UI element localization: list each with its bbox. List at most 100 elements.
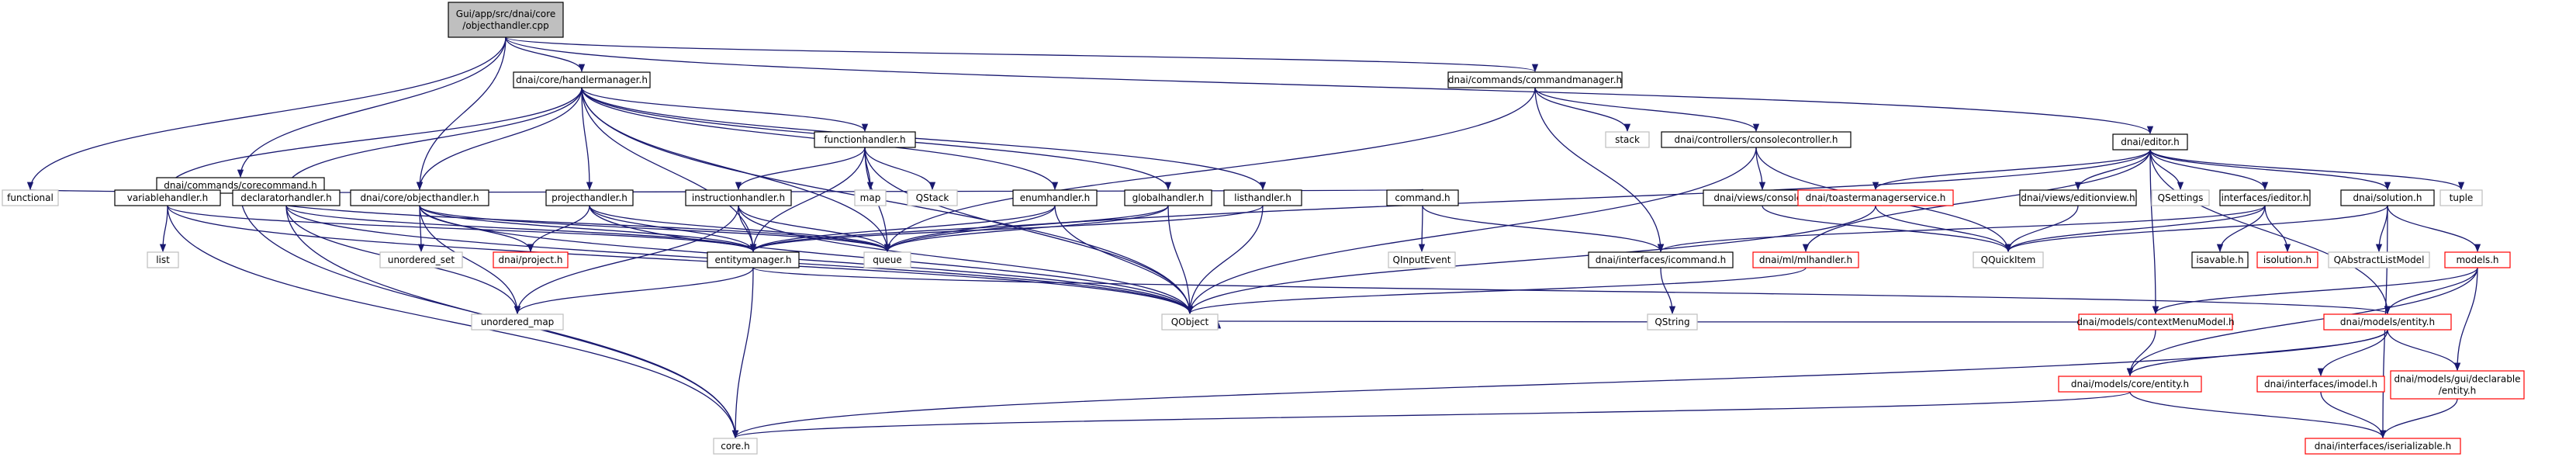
node-box-qsettings: [2151, 189, 2210, 206]
edge-ieditor-to-qquickitem: [2004, 205, 2266, 253]
edge-handlermanager-to-entitymanager: [581, 87, 757, 253]
node-box-handlermanager: [513, 71, 651, 88]
node-label-editionview: dnai/views/editionview.h: [2021, 192, 2135, 203]
edge-consolecontroller-to-qobject: [1186, 147, 1757, 315]
edge-toastermanager-to-qobject: [1186, 205, 1876, 315]
node-root[interactable]: Gui/app/src/dnai/core/objecthandler.cpp: [448, 2, 564, 38]
edge-icommand-to-qstring: [1660, 267, 1676, 315]
node-label-ieditor: interfaces/ieditor.h: [2222, 192, 2309, 203]
node-label-stack: stack: [1615, 134, 1640, 145]
edge-handlermanager-to-listhandler: [581, 87, 1267, 191]
node-label-mlhandler: dnai/ml/mlhandler.h: [1759, 254, 1852, 265]
node-qstack: QStack: [907, 189, 958, 206]
edge-globalhandler-to-qobject: [1167, 205, 1194, 315]
node-functional: functional: [2, 189, 59, 206]
node-listhandler[interactable]: listhandler.h: [1223, 189, 1302, 206]
node-box-project: [493, 251, 569, 268]
edge-modelsentity-to-guidecl: [2387, 329, 2461, 372]
node-box-isolution: [2256, 251, 2318, 268]
node-label-toastermanager: dnai/toastermanagerservice.h: [1806, 192, 1946, 203]
node-imodel[interactable]: dnai/interfaces/imodel.h: [2256, 376, 2385, 393]
node-icommand[interactable]: dnai/interfaces/icommand.h: [1588, 251, 1734, 268]
node-instructionhandler[interactable]: instructionhandler.h: [685, 189, 792, 206]
node-command[interactable]: command.h: [1386, 189, 1459, 206]
node-qobject: QObject: [1161, 313, 1219, 331]
node-variablehandler[interactable]: variablehandler.h: [114, 189, 221, 206]
edge-enumhandler-to-qobject: [1054, 205, 1194, 315]
node-toastermanager[interactable]: dnai/toastermanagerservice.h: [1797, 189, 1954, 206]
node-isolution[interactable]: isolution.h: [2256, 251, 2318, 268]
edge-projecthandler-to-entitymanager: [589, 205, 757, 253]
node-label-coreentity: dnai/models/core/entity.h: [2071, 379, 2189, 389]
node-unordered_set: unordered_set: [379, 251, 463, 268]
node-label-corecommand: dnai/commands/corecommand.h: [164, 180, 316, 191]
edge-entitymanager-to-modelsentity: [752, 267, 2391, 315]
node-label-qsettings: QSettings: [2158, 192, 2204, 203]
node-box-queue: [863, 251, 911, 268]
edge-editor-to-mlhandler: [1802, 149, 2151, 253]
edge-projecthandler-to-queue: [589, 205, 891, 253]
edge-mlhandler-to-qobject: [1187, 267, 1807, 315]
edge-objecthandler-to-unordered_map: [419, 205, 521, 315]
edge-editor-to-modelsentity: [2149, 149, 2391, 315]
node-models[interactable]: models.h: [2444, 251, 2511, 268]
node-guidecl[interactable]: dnai/models/gui/declarable/entity.h: [2390, 370, 2525, 400]
edge-variablehandler-to-coreh: [167, 205, 739, 439]
edge-declaratorhandler-to-entitymanager: [285, 205, 756, 253]
node-map: map: [854, 189, 887, 206]
node-console[interactable]: dnai/views/console.h: [1703, 189, 1822, 206]
node-editor[interactable]: dnai/editor.h: [2112, 133, 2188, 151]
edge-editor-to-solution: [2149, 149, 2391, 191]
edge-root-to-commandmanager: [505, 36, 1538, 73]
node-coreentity[interactable]: dnai/models/core/entity.h: [2058, 376, 2202, 393]
node-consolecontroller[interactable]: dnai/controllers/consolecontroller.h: [1661, 131, 1852, 148]
node-label-instructionhandler: instructionhandler.h: [692, 192, 785, 203]
node-label-projecthandler: projecthandler.h: [552, 192, 628, 203]
node-declaratorhandler[interactable]: declaratorhandler.h: [232, 189, 341, 206]
node-label-commandmanager: dnai/commands/commandmanager.h: [1448, 74, 1622, 85]
node-entitymanager[interactable]: entitymanager.h: [707, 251, 800, 268]
edge-coreentity-to-coreh: [732, 391, 2131, 439]
edge-models-to-guidecl: [2453, 267, 2478, 372]
node-mlhandler[interactable]: dnai/ml/mlhandler.h: [1752, 251, 1859, 268]
edge-entitymanager-to-coreh: [731, 267, 754, 439]
node-label-unordered_set: unordered_set: [388, 254, 455, 265]
node-projecthandler[interactable]: projecthandler.h: [545, 189, 634, 206]
node-enumhandler[interactable]: enumhandler.h: [1012, 189, 1098, 206]
edge-models-to-contextmenumodel: [2152, 267, 2478, 315]
node-contextmenumodel[interactable]: dnai/models/contextMenuModel.h: [2076, 313, 2235, 331]
edge-handlermanager-to-variablehandler: [164, 87, 583, 191]
edge-functionhandler-to-qstack: [864, 147, 936, 191]
node-box-qstring: [1647, 313, 1698, 331]
node-commandmanager[interactable]: dnai/commands/commandmanager.h: [1447, 71, 1623, 88]
node-label-qobject: QObject: [1171, 317, 1209, 327]
node-handlermanager[interactable]: dnai/core/handlermanager.h: [513, 71, 651, 88]
node-box-icommand: [1588, 251, 1734, 268]
node-iserializable[interactable]: dnai/interfaces/iserializable.h: [2305, 438, 2461, 455]
node-editionview[interactable]: dnai/views/editionview.h: [2019, 189, 2137, 206]
node-functionhandler[interactable]: functionhandler.h: [814, 131, 916, 148]
node-label-iserializable: dnai/interfaces/iserializable.h: [2315, 441, 2451, 452]
edge-functionhandler-to-qobject: [864, 147, 1194, 315]
node-project[interactable]: dnai/project.h: [493, 251, 569, 268]
node-isavable[interactable]: isavable.h: [2191, 251, 2249, 268]
edge-solution-to-qabstractlistmodel: [2375, 205, 2388, 253]
node-box-enumhandler: [1012, 189, 1098, 206]
node-label-root: Gui/app/src/dnai/core: [456, 9, 555, 19]
node-modelsentity[interactable]: dnai/models/entity.h: [2323, 313, 2452, 331]
node-objecthandler[interactable]: dnai/core/objecthandler.h: [350, 189, 489, 206]
edge-enumhandler-to-queue: [883, 205, 1056, 253]
node-globalhandler[interactable]: globalhandler.h: [1124, 189, 1212, 206]
edge-commandmanager-to-icommand: [1534, 87, 1665, 253]
node-corecommand[interactable]: dnai/commands/corecommand.h: [156, 177, 325, 194]
node-label-solution: dnai/solution.h: [2353, 192, 2422, 203]
node-label-consolecontroller: dnai/controllers/consolecontroller.h: [1675, 134, 1838, 145]
node-ieditor[interactable]: interfaces/ieditor.h: [2219, 189, 2311, 206]
edge-objecthandler-to-queue: [419, 205, 890, 253]
edge-ieditor-to-icommand: [1658, 205, 2266, 253]
node-solution[interactable]: dnai/solution.h: [2340, 189, 2435, 206]
node-box-command: [1386, 189, 1459, 206]
node-box-mlhandler: [1752, 251, 1859, 268]
node-box-listhandler: [1223, 189, 1302, 206]
node-label-globalhandler: globalhandler.h: [1132, 192, 1205, 203]
